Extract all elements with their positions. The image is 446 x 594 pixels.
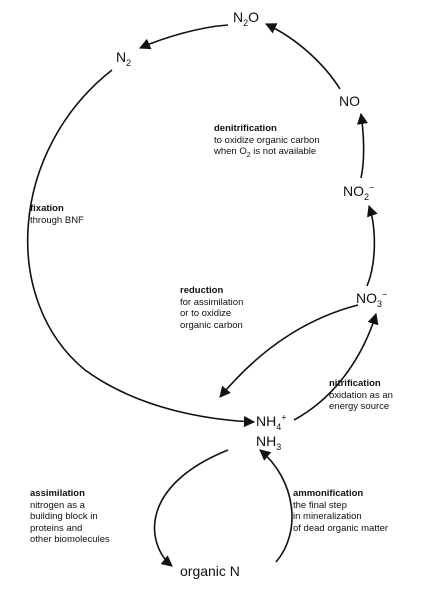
- node-n2: N2: [116, 49, 132, 68]
- arrow-no3-to-no2: [366, 204, 378, 287]
- label-fixation: fixation through BNF: [30, 203, 84, 226]
- label-reduction: reduction for assimilation or to oxidize…: [180, 285, 244, 331]
- node-nh3: NH3: [256, 433, 282, 452]
- node-nh4: NH4+: [256, 412, 287, 432]
- arrow-no-to-n2o: [264, 23, 341, 90]
- node-no3: NO3−: [356, 289, 388, 309]
- arrow-nh4-to-no3: [293, 312, 379, 421]
- node-no2: NO2−: [343, 182, 375, 202]
- arrow-organic-to-nh3: [259, 449, 293, 563]
- arrow-no3-to-nh4: [219, 304, 359, 398]
- node-organic-n: organic N: [180, 563, 240, 579]
- arrow-n2-to-nh4: [26, 69, 256, 428]
- label-denitrification: denitrification to oxidize organic carbo…: [214, 123, 320, 159]
- label-nitrification: nitrification oxidation as an energy sou…: [329, 378, 393, 412]
- arrow-n2o-to-n2: [138, 24, 229, 50]
- arrow-nh3-to-organic: [153, 449, 229, 567]
- node-no: NO: [339, 93, 360, 109]
- label-ammonification: ammonification the final step in mineral…: [293, 488, 389, 534]
- label-assimilation: assimilation nitrogen as a building bloc…: [30, 488, 110, 545]
- arrow-no2-to-no: [356, 112, 369, 179]
- node-n2o: N2O: [233, 9, 260, 28]
